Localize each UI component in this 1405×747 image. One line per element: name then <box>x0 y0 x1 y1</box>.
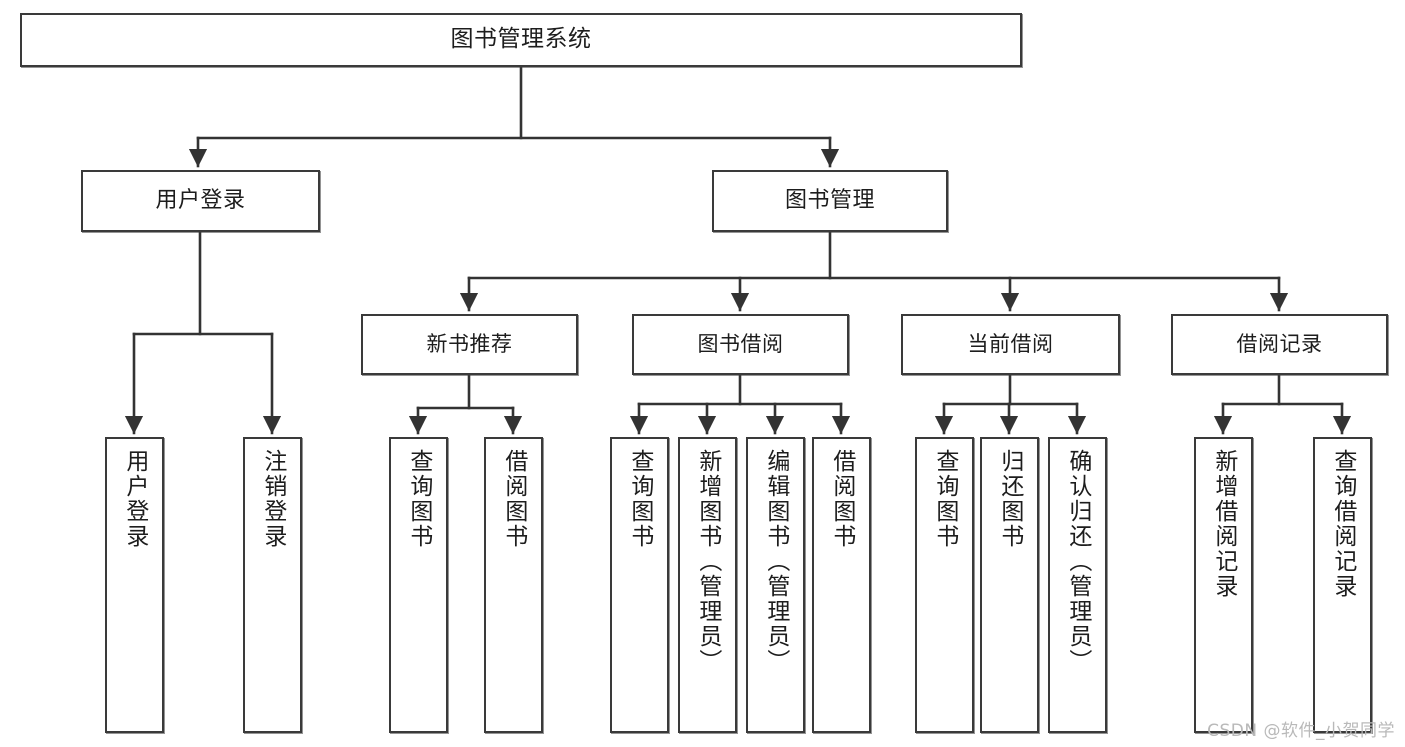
node-label: 注销登录 <box>259 449 286 549</box>
leaf-query-books-borrow[interactable]: 查询图书 <box>610 437 669 733</box>
node-label: 借阅图书 <box>828 449 855 549</box>
node-label: 新增借阅记录 <box>1210 449 1237 599</box>
node-label: 图书借阅 <box>697 332 784 357</box>
node-label: 当前借阅 <box>967 332 1054 357</box>
leaf-query-books-recommend[interactable]: 查询图书 <box>389 437 448 733</box>
leaf-query-books-current[interactable]: 查询图书 <box>915 437 974 733</box>
node-label: 图书管理 <box>784 188 875 214</box>
leaf-return-books[interactable]: 归还图书 <box>980 437 1039 733</box>
node-label: 查询图书 <box>931 449 958 549</box>
node-label: 查询借阅记录 <box>1329 449 1356 599</box>
node-book-management[interactable]: 图书管理 <box>712 170 948 232</box>
node-label: 用户登录 <box>121 449 148 549</box>
node-new-book-recommend[interactable]: 新书推荐 <box>361 314 578 375</box>
node-current-borrow[interactable]: 当前借阅 <box>901 314 1120 375</box>
leaf-add-borrow-record[interactable]: 新增借阅记录 <box>1194 437 1253 733</box>
leaf-edit-book-admin[interactable]: 编辑图书（管理员） <box>746 437 805 733</box>
node-label: 图书管理系统 <box>450 26 592 53</box>
node-borrow-records[interactable]: 借阅记录 <box>1171 314 1388 375</box>
leaf-borrow-books-recommend[interactable]: 借阅图书 <box>484 437 543 733</box>
leaf-user-login[interactable]: 用户登录 <box>105 437 164 733</box>
node-book-borrow[interactable]: 图书借阅 <box>632 314 849 375</box>
node-user-login[interactable]: 用户登录 <box>81 170 320 232</box>
node-label: 确认归还（管理员） <box>1064 449 1091 674</box>
leaf-confirm-return-admin[interactable]: 确认归还（管理员） <box>1048 437 1107 733</box>
leaf-add-book-admin[interactable]: 新增图书（管理员） <box>678 437 737 733</box>
node-label: 编辑图书（管理员） <box>762 449 789 674</box>
leaf-borrow-books[interactable]: 借阅图书 <box>812 437 871 733</box>
node-label: 借阅记录 <box>1236 332 1323 357</box>
leaf-logout[interactable]: 注销登录 <box>243 437 302 733</box>
node-label: 查询图书 <box>626 449 653 549</box>
node-label: 查询图书 <box>405 449 432 549</box>
node-root-system[interactable]: 图书管理系统 <box>20 13 1022 67</box>
node-label: 用户登录 <box>155 188 246 214</box>
node-label: 借阅图书 <box>500 449 527 549</box>
node-label: 新书推荐 <box>426 332 513 357</box>
node-label: 归还图书 <box>996 449 1023 549</box>
leaf-query-borrow-record[interactable]: 查询借阅记录 <box>1313 437 1372 733</box>
node-label: 新增图书（管理员） <box>694 449 721 674</box>
